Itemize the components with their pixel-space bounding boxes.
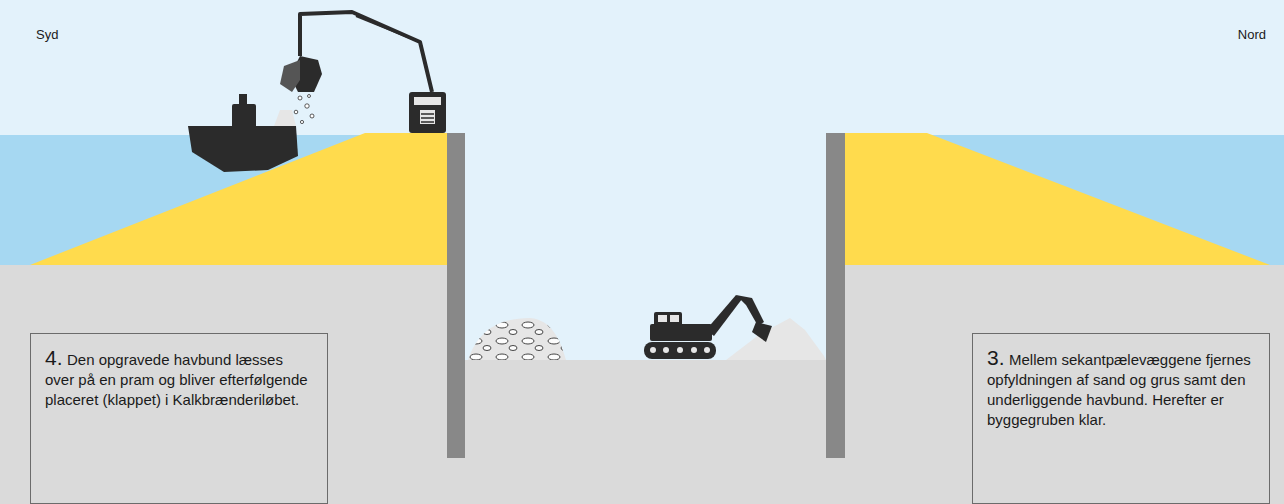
step-number: 3.	[987, 346, 1005, 369]
barge	[188, 94, 298, 172]
step-number: 4.	[45, 346, 63, 369]
compass-label: Syd	[36, 27, 58, 42]
spoil-rocks	[468, 318, 566, 360]
excavator	[644, 295, 772, 359]
secant-pile-wall	[447, 133, 465, 458]
step-note-box: 4. Den opgravede havbund læsses over på …	[30, 333, 328, 504]
secant-pile-wall	[826, 133, 845, 458]
fill-north	[845, 133, 1270, 265]
spoil-pile	[468, 318, 566, 360]
falling-material	[294, 95, 314, 124]
step-description: Den opgravede havbund læsses over på en …	[45, 351, 308, 408]
step-description: Mellem sekantpælevæggene fjernes opfyldn…	[987, 351, 1251, 428]
spoil-pile	[726, 318, 826, 360]
step-note-box: 3. Mellem sekantpælevæggene fjernes opfy…	[972, 333, 1270, 504]
compass-label: Nord	[1238, 27, 1266, 42]
crane-truck	[280, 12, 446, 133]
seabed	[0, 265, 1284, 504]
